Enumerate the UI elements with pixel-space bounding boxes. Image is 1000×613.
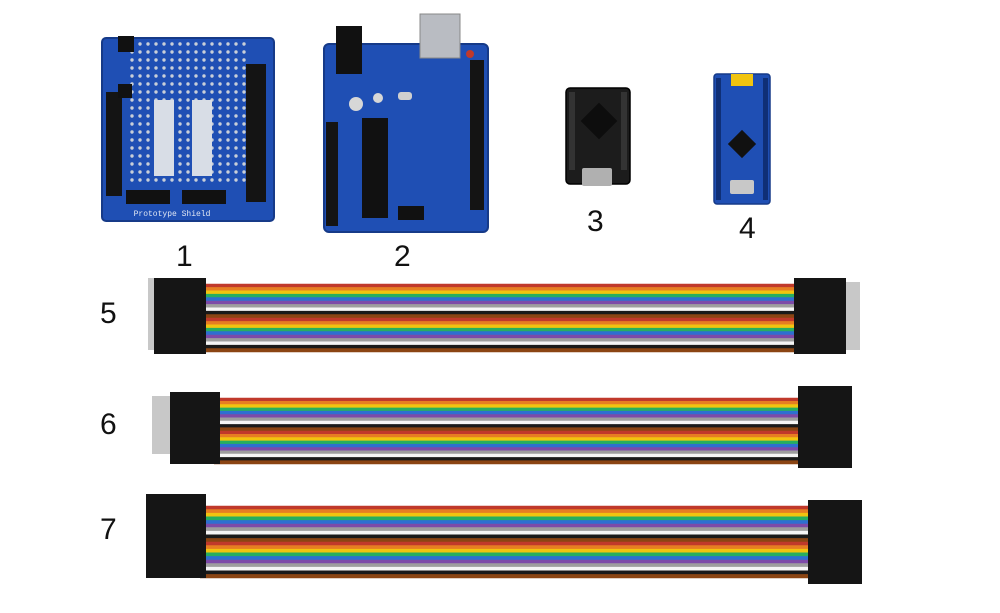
prototype-shield: Prototype Shield (101, 36, 275, 222)
shield-silkscreen-text: Prototype Shield (134, 210, 211, 219)
label-1: 1 (176, 240, 193, 273)
label-2: 2 (394, 240, 411, 273)
jumper-cable-male-male (148, 278, 860, 354)
pro-micro-board (565, 87, 631, 186)
jumper-cable-male-female (152, 386, 852, 468)
label-5: 5 (100, 297, 117, 330)
nano-board (713, 73, 771, 205)
label-7: 7 (100, 513, 117, 546)
jumper-cable-female-female (146, 494, 862, 584)
label-4: 4 (739, 212, 756, 245)
uno-board (323, 13, 489, 233)
label-3: 3 (587, 205, 604, 238)
label-6: 6 (100, 408, 117, 441)
